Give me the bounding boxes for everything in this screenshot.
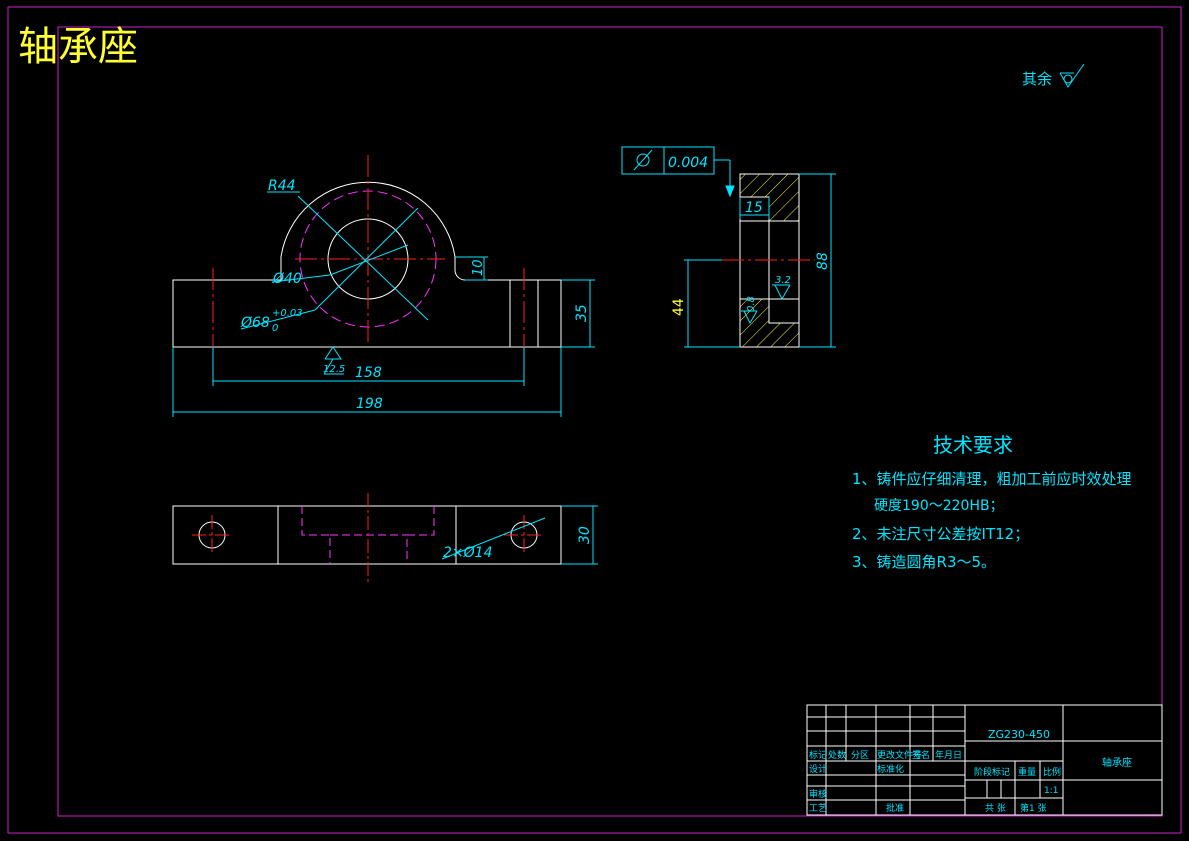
tb-approve: 批准 bbox=[886, 802, 904, 814]
dim-w15: 15 bbox=[745, 200, 763, 216]
tb-header-1: 处数 bbox=[828, 749, 846, 761]
dim-d68-tol-upper: +0.03 bbox=[272, 308, 303, 319]
tb-sheet-no: 第1 张 bbox=[1020, 802, 1047, 814]
tech-line-1b: 硬度190～220HB； bbox=[874, 498, 1004, 514]
tb-header-3: 更改文件号 bbox=[877, 749, 922, 761]
tb-review: 审核 bbox=[809, 788, 827, 800]
side-view: 0.004 15 88 44 3.2 0.8 bbox=[621, 146, 836, 348]
dim-h44: 44 bbox=[671, 298, 687, 316]
tech-requirements: 技术要求 1、铸件应仔细清理，粗加工前应时效处理 硬度190～220HB； 2、… bbox=[852, 433, 1132, 571]
dim-d68-tol-lower: 0 bbox=[272, 323, 278, 334]
dim-d40: Ø40 bbox=[272, 271, 302, 287]
tolerance-value: 0.004 bbox=[668, 155, 708, 171]
dim-d68: Ø68 bbox=[240, 315, 270, 331]
tb-scale: 比例 bbox=[1043, 766, 1061, 778]
tb-header-0: 标记 bbox=[809, 749, 827, 761]
roughness-side-2: 0.8 bbox=[746, 296, 757, 312]
roughness-note: 其余 bbox=[1022, 63, 1085, 88]
tech-line-3: 3、铸造圆角R3～5。 bbox=[852, 553, 996, 571]
front-view: R44 Ø40 Ø68 +0.03 0 10 35 158 198 12.5 bbox=[172, 155, 595, 417]
hidden-bore-outline bbox=[301, 506, 331, 564]
tb-header-4: 签名 bbox=[912, 749, 930, 761]
dim-holes: 2×Ø14 bbox=[443, 545, 492, 561]
tb-process: 工艺 bbox=[809, 803, 827, 814]
roughness-front: 12.5 bbox=[323, 364, 345, 375]
roughness-symbol-icon bbox=[1059, 63, 1085, 88]
tb-sheets-total: 共 张 bbox=[985, 803, 1006, 814]
tb-header-5: 年月日 bbox=[935, 749, 962, 761]
roughness-note-label: 其余 bbox=[1022, 70, 1052, 88]
tb-stage-mark: 阶段标记 bbox=[974, 766, 1010, 778]
tech-line-2: 2、未注尺寸公差按IT12； bbox=[852, 525, 1029, 543]
dim-h35: 35 bbox=[574, 304, 590, 322]
tb-design: 设计 bbox=[809, 763, 827, 775]
tb-part-name: 轴承座 bbox=[1102, 756, 1132, 769]
dim-w198: 198 bbox=[356, 396, 383, 412]
dim-h10: 10 bbox=[471, 259, 486, 276]
tb-header-2: 分区 bbox=[851, 750, 869, 761]
tb-standardize: 标准化 bbox=[877, 763, 904, 775]
top-view-outline bbox=[172, 505, 562, 565]
front-view-outline bbox=[172, 181, 562, 348]
tech-heading: 技术要求 bbox=[933, 433, 1013, 457]
tb-material: ZG230-450 bbox=[988, 728, 1050, 741]
top-view: 2×Ø14 30 bbox=[172, 493, 598, 585]
inner-border bbox=[57, 26, 1163, 817]
roughness-side-1: 3.2 bbox=[775, 275, 791, 286]
dim-w158: 158 bbox=[355, 365, 382, 381]
drawing-title: 轴承座 bbox=[18, 24, 138, 70]
tb-scale-value: 1:1 bbox=[1044, 786, 1058, 796]
tech-line-1: 1、铸件应仔细清理，粗加工前应时效处理 bbox=[852, 470, 1132, 488]
title-block: 标记 处数 分区 更改文件号 签名 年月日 设计 标准化 审核 工艺 批准 ZG… bbox=[806, 704, 1163, 816]
outer-border bbox=[7, 6, 1182, 834]
dim-h88: 88 bbox=[815, 252, 831, 270]
dim-r44: R44 bbox=[268, 178, 296, 194]
dim-h30: 30 bbox=[577, 526, 593, 544]
tb-weight: 重量 bbox=[1018, 766, 1036, 778]
